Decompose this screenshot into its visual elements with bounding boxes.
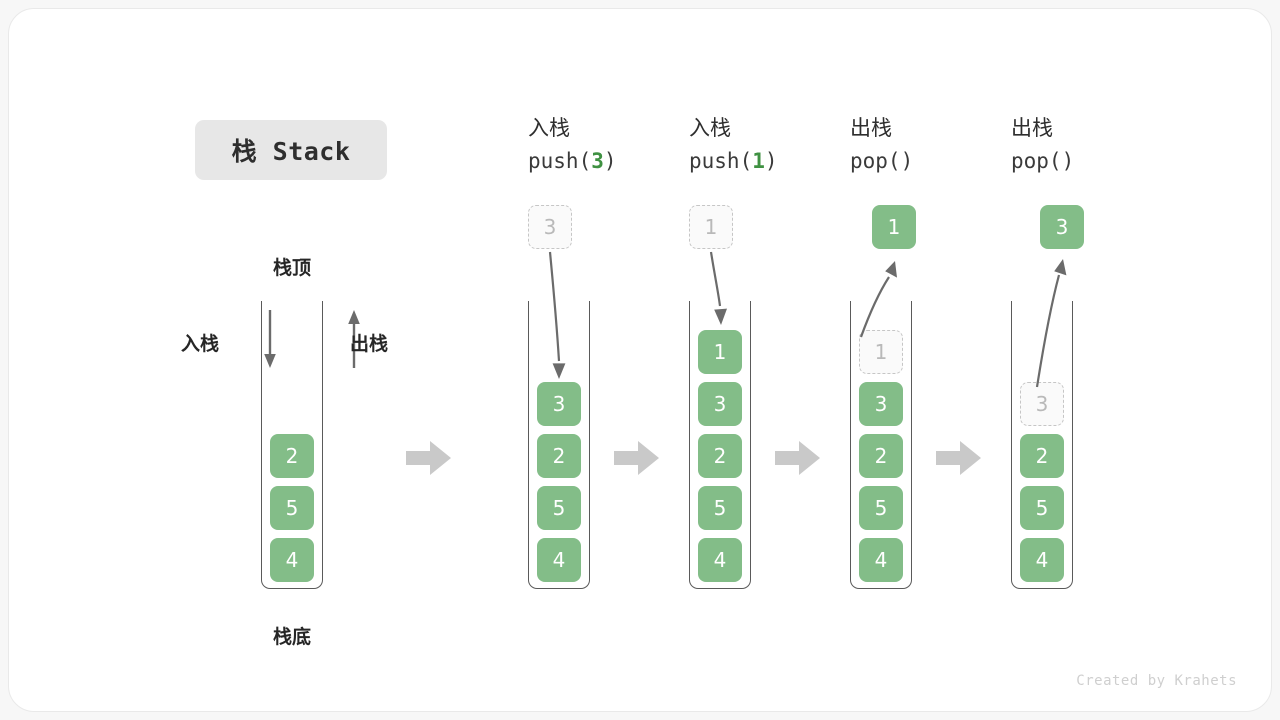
transition-arrow-icon [936, 441, 981, 475]
title-badge: 栈 Stack [195, 120, 387, 180]
step-header: 入栈 push(3) [528, 115, 678, 174]
step-header-code: pop() [850, 149, 914, 173]
incoming-cell: 3 [528, 205, 572, 249]
step-header-cn: 入栈 [528, 116, 570, 140]
stack-cell: 1 [698, 330, 742, 374]
stack-cell: 4 [270, 538, 314, 582]
stack-container [850, 301, 912, 589]
stack-cell: 3 [859, 382, 903, 426]
stack-cell: 2 [537, 434, 581, 478]
stack-cell: 5 [270, 486, 314, 530]
step-header-cn: 入栈 [689, 116, 731, 140]
stack-cell: 4 [698, 538, 742, 582]
stack-container [261, 301, 323, 589]
incoming-cell: 1 [689, 205, 733, 249]
push-direction-arrow [264, 310, 276, 368]
stack-cell: 5 [537, 486, 581, 530]
stack-cell: 1 [859, 330, 903, 374]
step-header-code: push(3) [528, 149, 617, 173]
transition-arrow-icon [775, 441, 820, 475]
credit-text: Created by Krahets [1076, 673, 1237, 689]
diagram-card: 栈 Stack 栈顶 栈底 入栈 出栈 2 5 4 入栈 push(3) [8, 8, 1272, 712]
stack-cell: 2 [1020, 434, 1064, 478]
step-header-code: pop() [1011, 149, 1075, 173]
stack-cell: 3 [1020, 382, 1064, 426]
step-header-cn: 出栈 [1011, 116, 1053, 140]
stack-cell: 3 [537, 382, 581, 426]
step-header: 入栈 push(1) [689, 115, 839, 174]
stack-cell: 3 [698, 382, 742, 426]
step-header: 出栈 pop() [1011, 115, 1161, 174]
step-header-code: push(1) [689, 149, 778, 173]
pop-direction-arrow [348, 310, 360, 368]
step-header: 出栈 pop() [850, 115, 1000, 174]
stack-container [1011, 301, 1073, 589]
stack-bottom-label: 栈底 [272, 626, 311, 648]
pop-side-label: 出栈 [350, 333, 389, 355]
popped-cell: 1 [872, 205, 916, 249]
stack-cell: 2 [859, 434, 903, 478]
stack-cell: 5 [1020, 486, 1064, 530]
stack-container [528, 301, 590, 589]
push-side-label: 入栈 [181, 333, 220, 355]
stack-cell: 5 [859, 486, 903, 530]
stack-cell: 2 [698, 434, 742, 478]
popped-cell: 3 [1040, 205, 1084, 249]
transition-arrow-icon [406, 441, 451, 475]
step-header-cn: 出栈 [850, 116, 892, 140]
stack-cell: 4 [1020, 538, 1064, 582]
stack-cell: 4 [859, 538, 903, 582]
stack-container [689, 301, 751, 589]
stack-cell: 2 [270, 434, 314, 478]
stack-cell: 4 [537, 538, 581, 582]
stack-top-label: 栈顶 [272, 257, 311, 279]
stack-cell: 5 [698, 486, 742, 530]
transition-arrow-icon [614, 441, 659, 475]
